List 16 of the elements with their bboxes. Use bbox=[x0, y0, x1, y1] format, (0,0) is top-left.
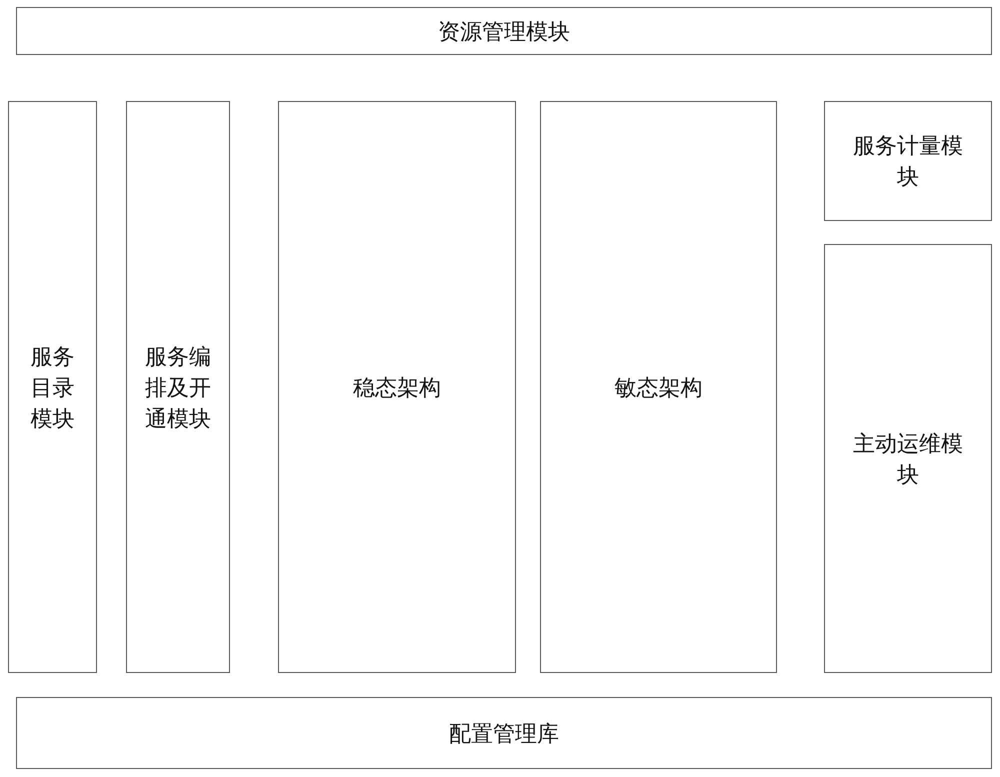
module-label: 服务目录模块 bbox=[30, 342, 76, 432]
module-box bbox=[824, 244, 992, 673]
module-label: 资源管理模块 bbox=[437, 18, 571, 46]
module-box bbox=[126, 101, 230, 673]
module-label: 主动运维模块 bbox=[852, 430, 964, 488]
module-label: 服务编排及开通模块 bbox=[144, 342, 212, 432]
module-box bbox=[16, 7, 992, 55]
module-label: 稳态架构 bbox=[352, 374, 442, 402]
module-box bbox=[8, 101, 97, 673]
module-box bbox=[278, 101, 516, 673]
module-box bbox=[16, 697, 992, 769]
module-label: 配置管理库 bbox=[448, 720, 560, 748]
module-label: 敏态架构 bbox=[614, 374, 704, 402]
module-box bbox=[824, 101, 992, 221]
module-label: 服务计量模块 bbox=[852, 132, 964, 191]
module-box bbox=[540, 101, 777, 673]
